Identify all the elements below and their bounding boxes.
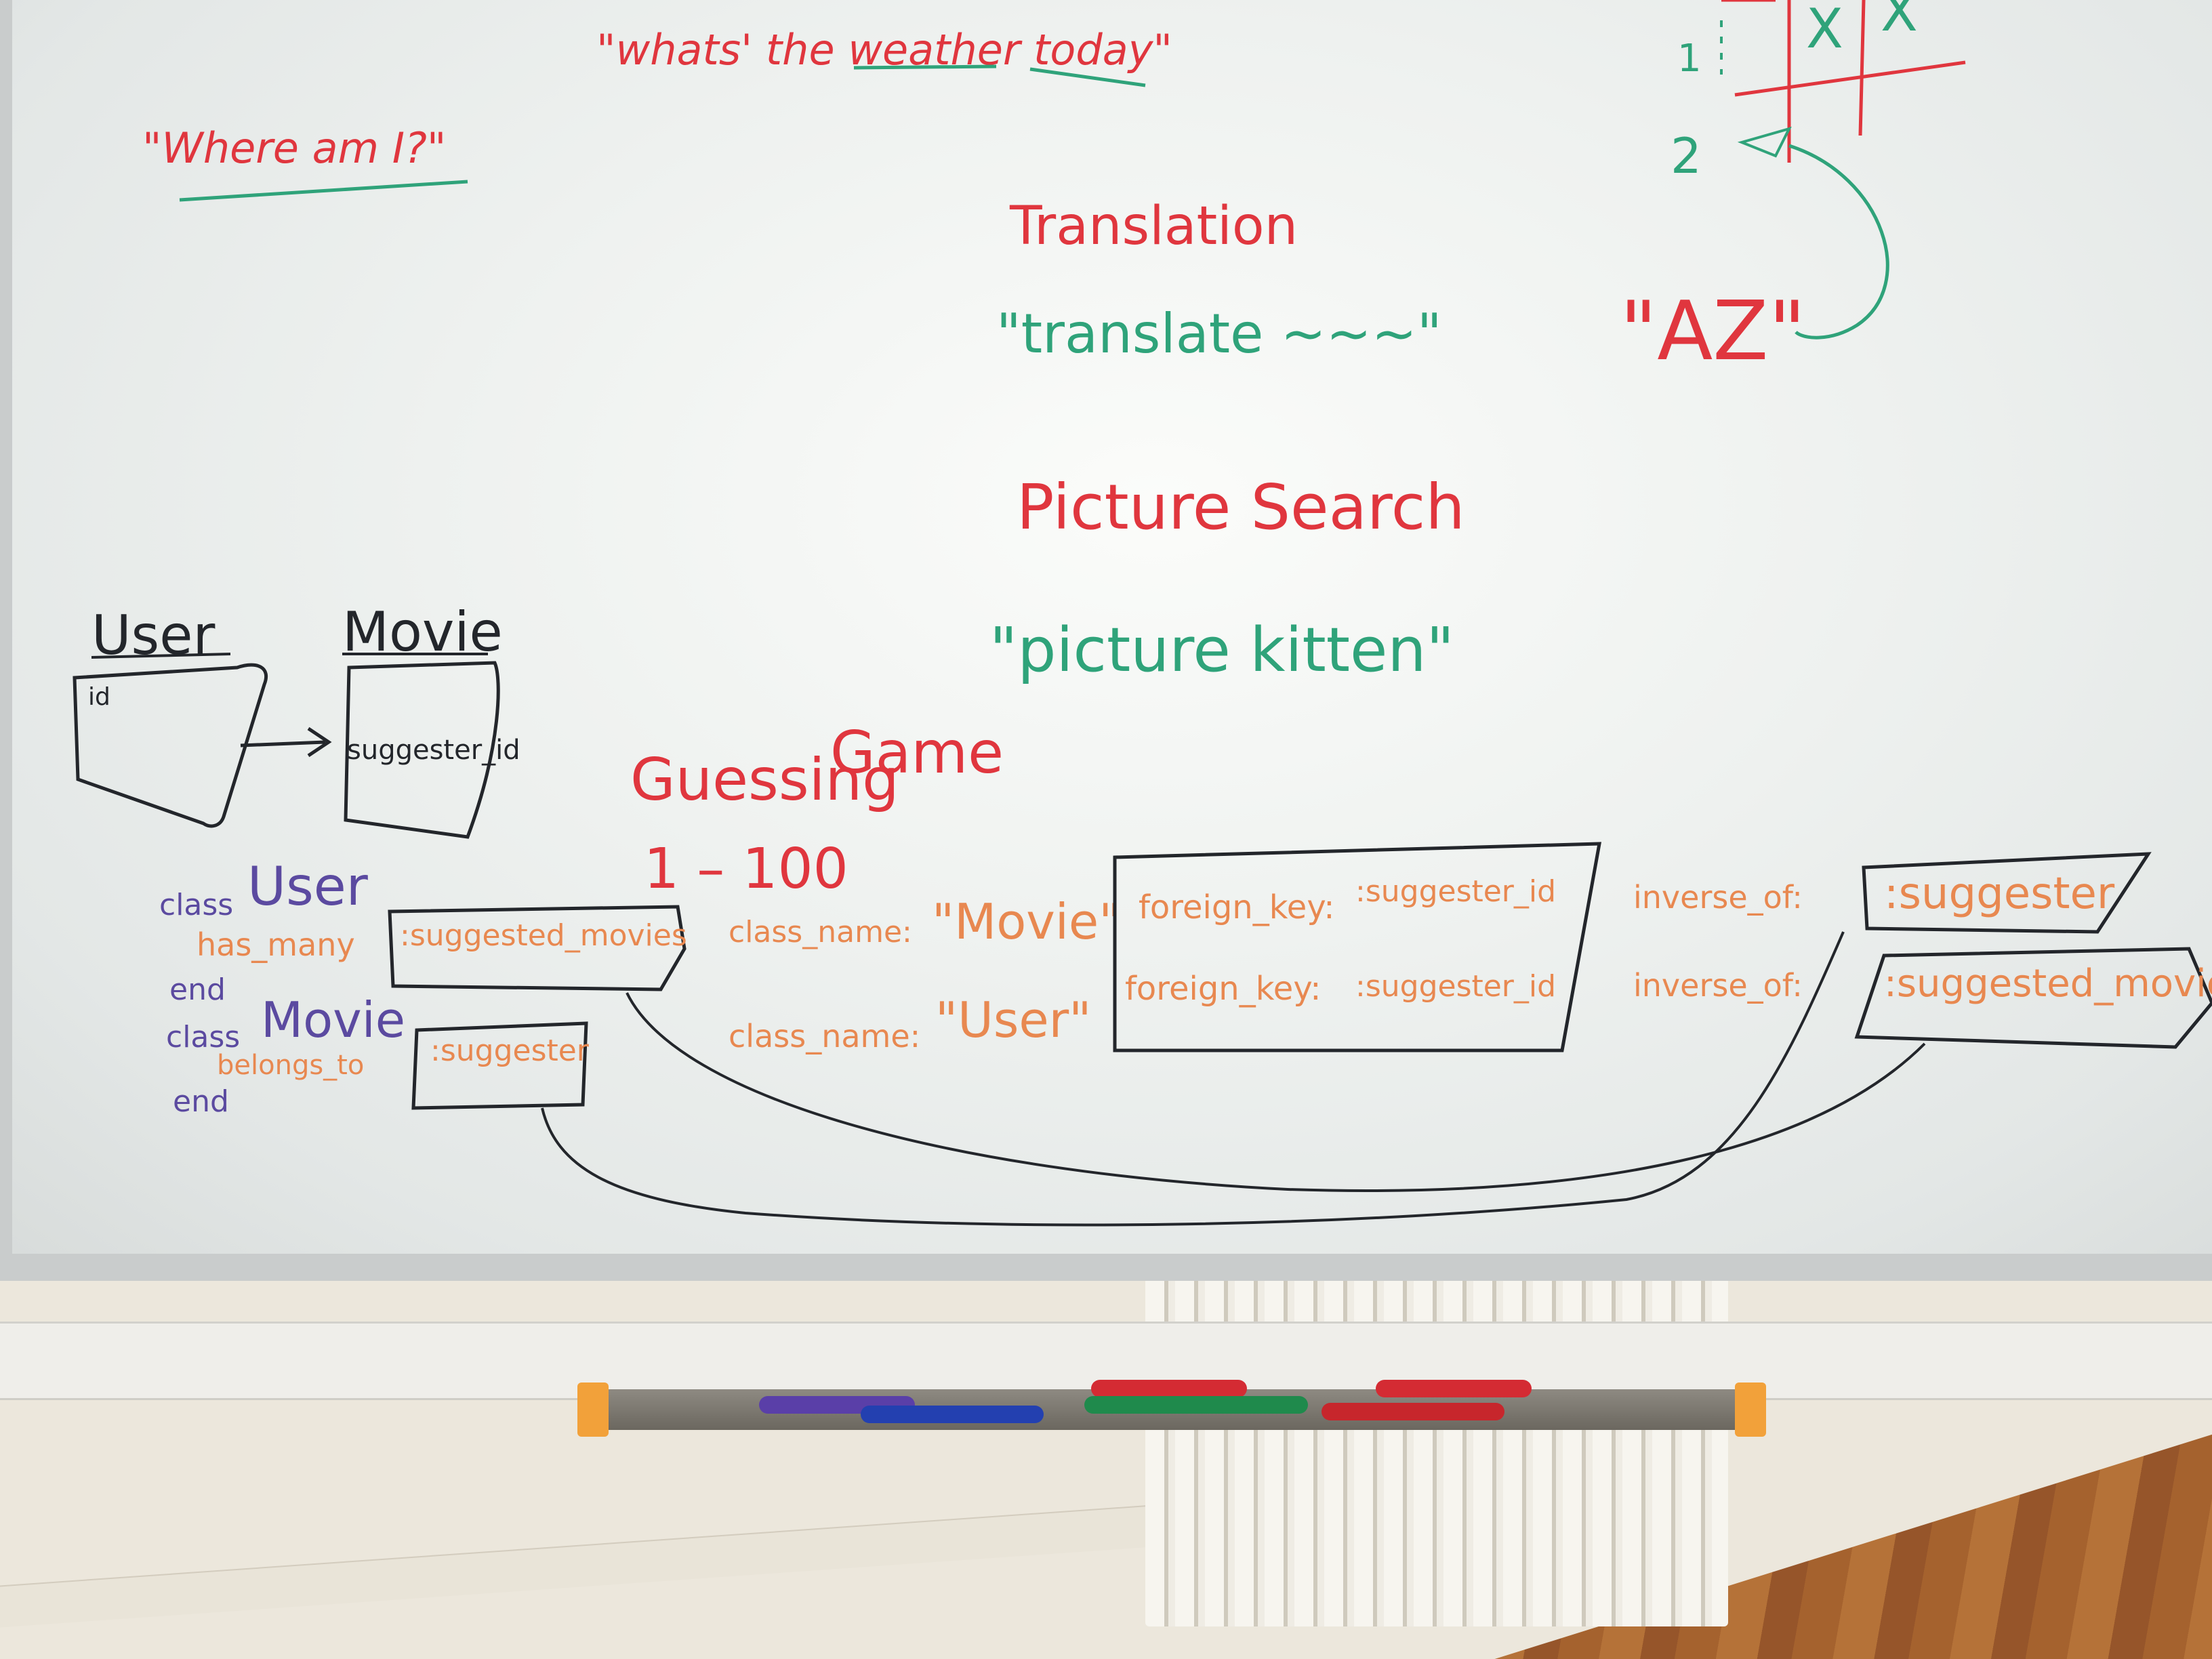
red-marker-2 xyxy=(1376,1380,1532,1397)
code-class-name-user-label: class_name: xyxy=(729,1018,920,1054)
er-diagram: User id Movie suggester_id xyxy=(73,600,520,839)
tic-tac-toe-grid: 1 2 X X xyxy=(1671,0,1966,340)
blue-marker xyxy=(861,1406,1044,1423)
code-fk-label-1: foreign_key: xyxy=(1139,888,1334,926)
code-class-movie-kw: class xyxy=(166,1020,240,1054)
code-inverse-label-2: inverse_of: xyxy=(1633,967,1803,1004)
code-inverse-label-1: inverse_of: xyxy=(1633,879,1803,916)
curve-suggested-movies-link xyxy=(626,992,1926,1192)
green-marker xyxy=(1084,1396,1308,1414)
code-inverse-value-1: :suggester xyxy=(1884,869,2115,919)
code-belongs-to: belongs_to xyxy=(217,1050,364,1081)
code-class-name-movie-label: class_name: xyxy=(729,915,912,949)
guessing-title-2: Game xyxy=(830,719,1004,787)
box-suggested-movies-inverse xyxy=(1854,947,2212,1049)
code-class-movie-name: Movie xyxy=(261,991,405,1048)
code-class-name-user-value: "User" xyxy=(935,991,1091,1048)
user-table-box xyxy=(73,663,268,828)
movie-table-box xyxy=(344,661,500,839)
box-suggested-movies xyxy=(388,905,687,991)
grid-label-1: 1 xyxy=(1677,37,1702,81)
grid-x-1: X xyxy=(1806,0,1843,60)
box-suggester xyxy=(1862,852,2152,934)
picture-quote: "picture kitten" xyxy=(989,615,1454,686)
whiteboard-drawings: "whats' the weather today" "Where am I?"… xyxy=(73,0,2212,1227)
guessing-title-1: Guessing xyxy=(630,746,899,814)
code-fk-value-1: :suggester_id xyxy=(1355,874,1556,909)
code-class-user-name: User xyxy=(247,857,369,918)
code-end-1: end xyxy=(169,972,226,1007)
guessing-range: 1 – 100 xyxy=(644,837,848,901)
tray-end-cap-right xyxy=(1735,1382,1766,1437)
picture-search-title: Picture Search xyxy=(1017,471,1465,544)
underline-weather xyxy=(853,64,997,70)
red-marker-3 xyxy=(1322,1403,1504,1420)
rails-association-code: class User has_many :suggested_movies cl… xyxy=(159,842,2212,1119)
diagram-user-field: id xyxy=(88,683,110,711)
box-foreign-keys xyxy=(1113,842,1602,1052)
code-has-many: has_many xyxy=(197,926,355,963)
code-inverse-value-2: :suggested_movies xyxy=(1884,962,2212,1006)
code-end-2: end xyxy=(173,1084,229,1119)
underline-where xyxy=(179,180,468,202)
az-label: "AZ" xyxy=(1620,285,1806,379)
code-fk-label-2: foreign_key: xyxy=(1125,970,1321,1008)
grid-x-2: X xyxy=(1881,0,1918,43)
underline-today xyxy=(1029,67,1146,87)
grid-label-2: 2 xyxy=(1671,127,1702,184)
translation-quote: "translate ~~~" xyxy=(996,302,1442,365)
diagram-arrow xyxy=(240,726,332,758)
code-class-name-movie-value: "Movie" xyxy=(932,893,1121,950)
code-class-user-kw: class xyxy=(159,888,233,922)
diagram-movie-field: suggester_id xyxy=(347,735,520,766)
box-suggester-belongs xyxy=(411,1021,588,1110)
red-marker-1 xyxy=(1091,1380,1247,1397)
top-quote-where: "Where am I?" xyxy=(142,123,446,173)
whiteboard-surface xyxy=(12,0,2212,1254)
code-suggested-movies-symbol: :suggested_movies xyxy=(400,918,687,953)
code-fk-value-2: :suggester_id xyxy=(1355,969,1556,1004)
curve-suggester-link xyxy=(541,931,1845,1227)
code-suggester-symbol: :suggester xyxy=(430,1033,590,1068)
translation-title: Translation xyxy=(1009,196,1298,257)
tray-end-cap-left xyxy=(577,1382,609,1437)
